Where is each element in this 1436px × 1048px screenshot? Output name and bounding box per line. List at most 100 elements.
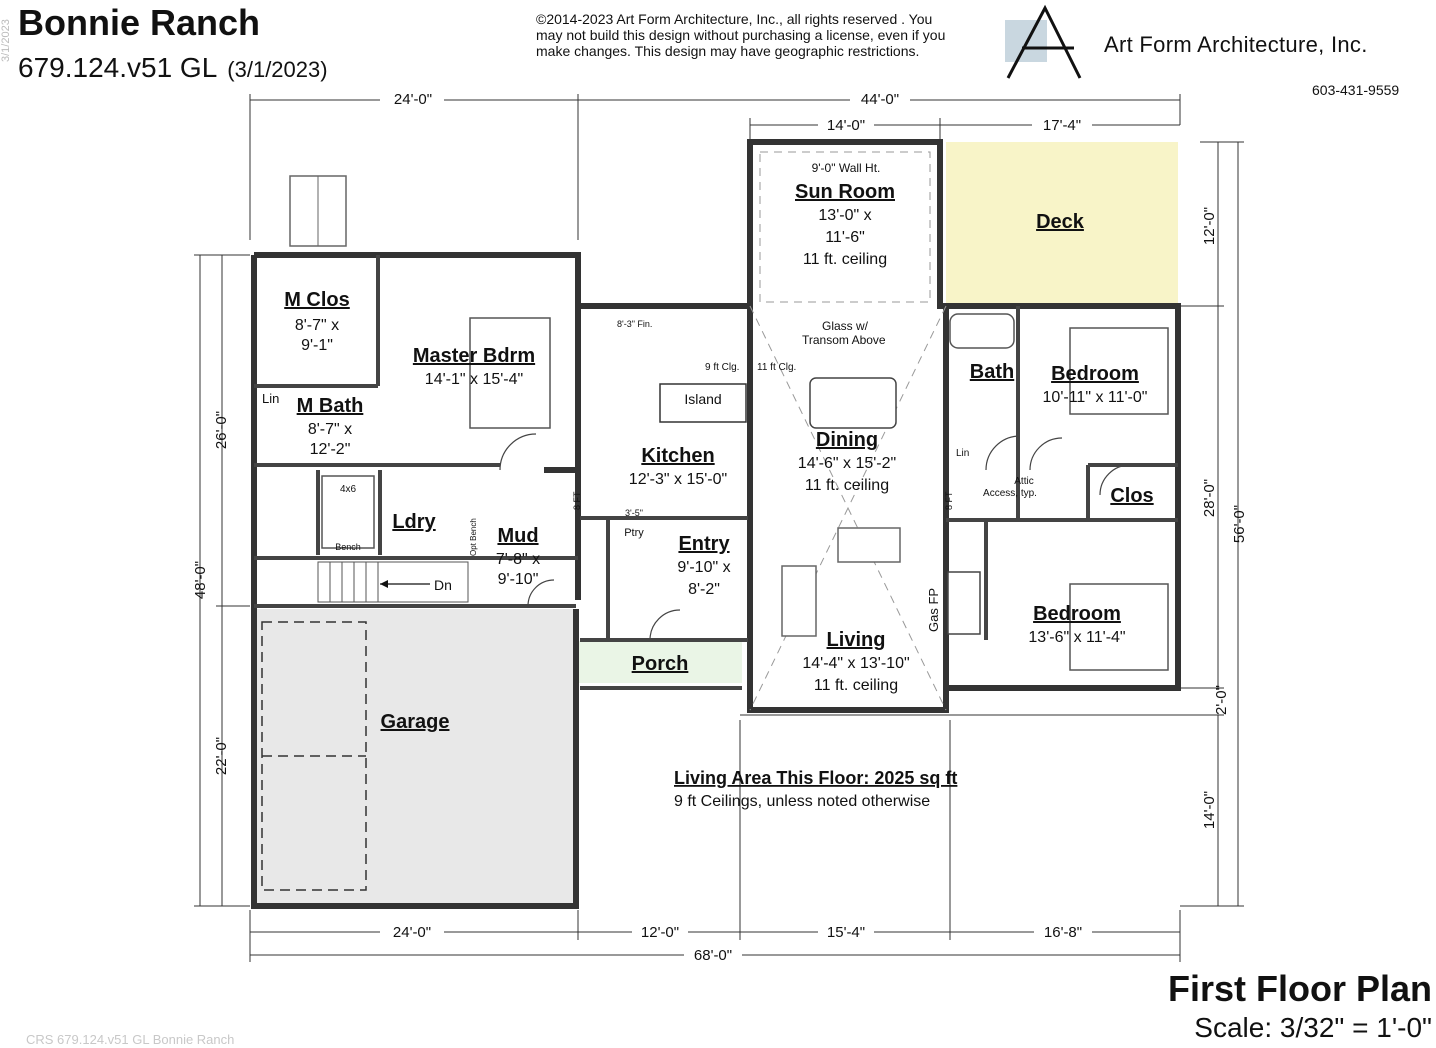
living-name: Living bbox=[827, 629, 886, 651]
wall-ht-note: 9'-0" Wall Ht. bbox=[812, 161, 881, 175]
garage-bays bbox=[261, 621, 367, 891]
copyright-line: ©2014-2023 Art Form Architecture, Inc., … bbox=[536, 11, 933, 27]
door-swings bbox=[499, 433, 1131, 641]
clos-name: Clos bbox=[1110, 485, 1153, 507]
garage-name: Garage bbox=[381, 711, 450, 733]
stairs bbox=[317, 561, 469, 603]
kitchen-island bbox=[659, 383, 747, 423]
dining-table bbox=[809, 377, 897, 429]
gas-fp-note: Gas FP bbox=[926, 588, 941, 632]
deck-fill bbox=[946, 142, 1178, 306]
mud-dim: 9'-10" bbox=[498, 571, 539, 588]
mud-name: Mud bbox=[497, 525, 538, 547]
room-labels: M Clos 8'-7" x 9'-1" Master Bdrm 14'-1" … bbox=[284, 181, 1153, 733]
dim-right-deck: 12'-0" bbox=[1201, 207, 1218, 245]
dim-right-porch: 2'-0" bbox=[1213, 685, 1230, 715]
master-bdrm-name: Master Bdrm bbox=[413, 345, 535, 367]
eight-ft-note: 8 FT bbox=[944, 491, 954, 510]
dim-bottom-a: 12'-0" bbox=[641, 924, 679, 941]
ceiling-lines bbox=[749, 151, 947, 711]
clg-11-note: 11 ft Clg. bbox=[757, 362, 796, 373]
lin-note: Lin bbox=[262, 391, 279, 406]
dim-left-lower: 22'-0" bbox=[213, 737, 230, 775]
footer-text: CRS 679.124.v51 GL Bonnie Ranch bbox=[26, 1032, 235, 1047]
fireplace bbox=[947, 571, 981, 635]
m-bath-name: M Bath bbox=[297, 395, 364, 417]
plan-number: 679.124.v51 GL (3/1/2023) bbox=[18, 52, 328, 84]
bedroom1-dim: 10'-11" x 11'-0" bbox=[1043, 389, 1148, 406]
master-bed bbox=[469, 317, 551, 429]
living-dim: 14'-4" x 13'-10" bbox=[802, 655, 909, 672]
ptry-note: Ptry bbox=[624, 527, 644, 539]
dim-left-upper: 26'-0" bbox=[213, 411, 230, 449]
opt-bench-note: Opt Bench bbox=[469, 518, 478, 556]
arrow-left-icon bbox=[380, 580, 388, 588]
garage-fill bbox=[254, 609, 576, 906]
copyright-notice: ©2014-2023 Art Form Architecture, Inc., … bbox=[536, 11, 1006, 59]
kitchen-name: Kitchen bbox=[641, 445, 714, 467]
fin-note: 8'-3" Fin. bbox=[617, 319, 652, 329]
sheet-title: First Floor Plan bbox=[1167, 968, 1432, 1009]
sheet-scale: Scale: 3/32" = 1'-0" bbox=[1194, 1012, 1432, 1043]
bedroom1-name: Bedroom bbox=[1051, 363, 1139, 385]
copyright-line: may not build this design without purcha… bbox=[536, 27, 946, 43]
bedroom2-name: Bedroom bbox=[1033, 603, 1121, 625]
m-bath-dim: 12'-2" bbox=[310, 441, 351, 458]
plan-notes: 9'-0" Wall Ht. Glass w/ Transom Above Is… bbox=[262, 161, 1037, 810]
sun-room-dim: 13'-0" x bbox=[818, 207, 871, 224]
mud-dim: 7'-8" x bbox=[496, 551, 540, 568]
shower-note: 4x6 bbox=[340, 484, 357, 495]
plan-title: Bonnie Ranch bbox=[18, 2, 261, 43]
copyright-line: make changes. This design may have geogr… bbox=[536, 43, 920, 59]
ceilings-note: 9 ft Ceilings, unless noted otherwise bbox=[674, 793, 930, 810]
entry-name: Entry bbox=[678, 533, 730, 555]
vertical-dimension-labels: 26'-0" 48'-0" 22'-0" 12'-0" 28'-0" 56'-0… bbox=[192, 207, 1248, 829]
dim-right-lower: 14'-0" bbox=[1201, 791, 1218, 829]
m-clos-name: M Clos bbox=[284, 289, 350, 311]
bath-name: Bath bbox=[970, 361, 1014, 383]
dim-top-left: 24'-0" bbox=[394, 91, 432, 108]
living-dim: 11 ft. ceiling bbox=[814, 677, 898, 694]
master-bdrm-dim: 14'-1" x 15'-4" bbox=[425, 371, 523, 388]
dim-top-sun: 14'-0" bbox=[827, 117, 865, 134]
dim-top-total: 44'-0" bbox=[861, 91, 899, 108]
porch-fill bbox=[579, 641, 742, 683]
dim-bottom-c: 16'-8" bbox=[1044, 924, 1082, 941]
island-label: Island bbox=[684, 391, 721, 407]
sofa bbox=[837, 527, 901, 563]
firm-phone: 603-431-9559 bbox=[1312, 82, 1400, 98]
ptry-dim-note: 3'-5" bbox=[625, 508, 643, 518]
plan-number-text: 679.124.v51 GL bbox=[18, 52, 218, 83]
dn-note: Dn bbox=[434, 577, 452, 593]
dim-top-deck: 17'-4" bbox=[1043, 117, 1081, 134]
glass-note: Glass w/ bbox=[822, 319, 869, 333]
entry-dim: 8'-2" bbox=[688, 581, 720, 598]
dim-right-total: 56'-0" bbox=[1231, 505, 1248, 543]
plan-date: (3/1/2023) bbox=[227, 57, 328, 82]
dimension-labels: 24'-0" 44'-0" 14'-0" 17'-4" 24'-0" 12'-0… bbox=[380, 90, 1092, 964]
dim-bottom-total: 68'-0" bbox=[694, 947, 732, 964]
side-sofa bbox=[781, 565, 817, 637]
attic-note: Attic bbox=[1014, 476, 1033, 487]
bench-note: Bench bbox=[335, 542, 361, 552]
transom-note: Transom Above bbox=[802, 333, 886, 347]
bedroom1-bed bbox=[1069, 327, 1169, 415]
dim-left-total: 48'-0" bbox=[192, 561, 209, 599]
dim-bottom-garage: 24'-0" bbox=[393, 924, 431, 941]
tub bbox=[949, 313, 1015, 349]
eight-ft-note: 8 FT bbox=[572, 491, 582, 510]
m-clos-dim: 9'-1" bbox=[301, 337, 333, 354]
dining-dim: 11 ft. ceiling bbox=[805, 477, 889, 494]
triangle-a-logo-icon bbox=[1005, 4, 1082, 79]
interior-walls bbox=[254, 255, 1178, 690]
m-bath-dim: 8'-7" x bbox=[308, 421, 352, 438]
firm-name: Art Form Architecture, Inc. bbox=[1104, 32, 1368, 57]
kitchen-dim: 12'-3" x 15'-0" bbox=[629, 471, 727, 488]
sun-room-dim: 11 ft. ceiling bbox=[803, 251, 887, 268]
clg-9-note: 9 ft Clg. bbox=[705, 362, 739, 373]
lin-note: Lin bbox=[956, 448, 969, 459]
attic-note: Access, typ. bbox=[983, 488, 1037, 499]
entry-dim: 9'-10" x bbox=[677, 559, 730, 576]
sun-room-name: Sun Room bbox=[795, 181, 895, 203]
